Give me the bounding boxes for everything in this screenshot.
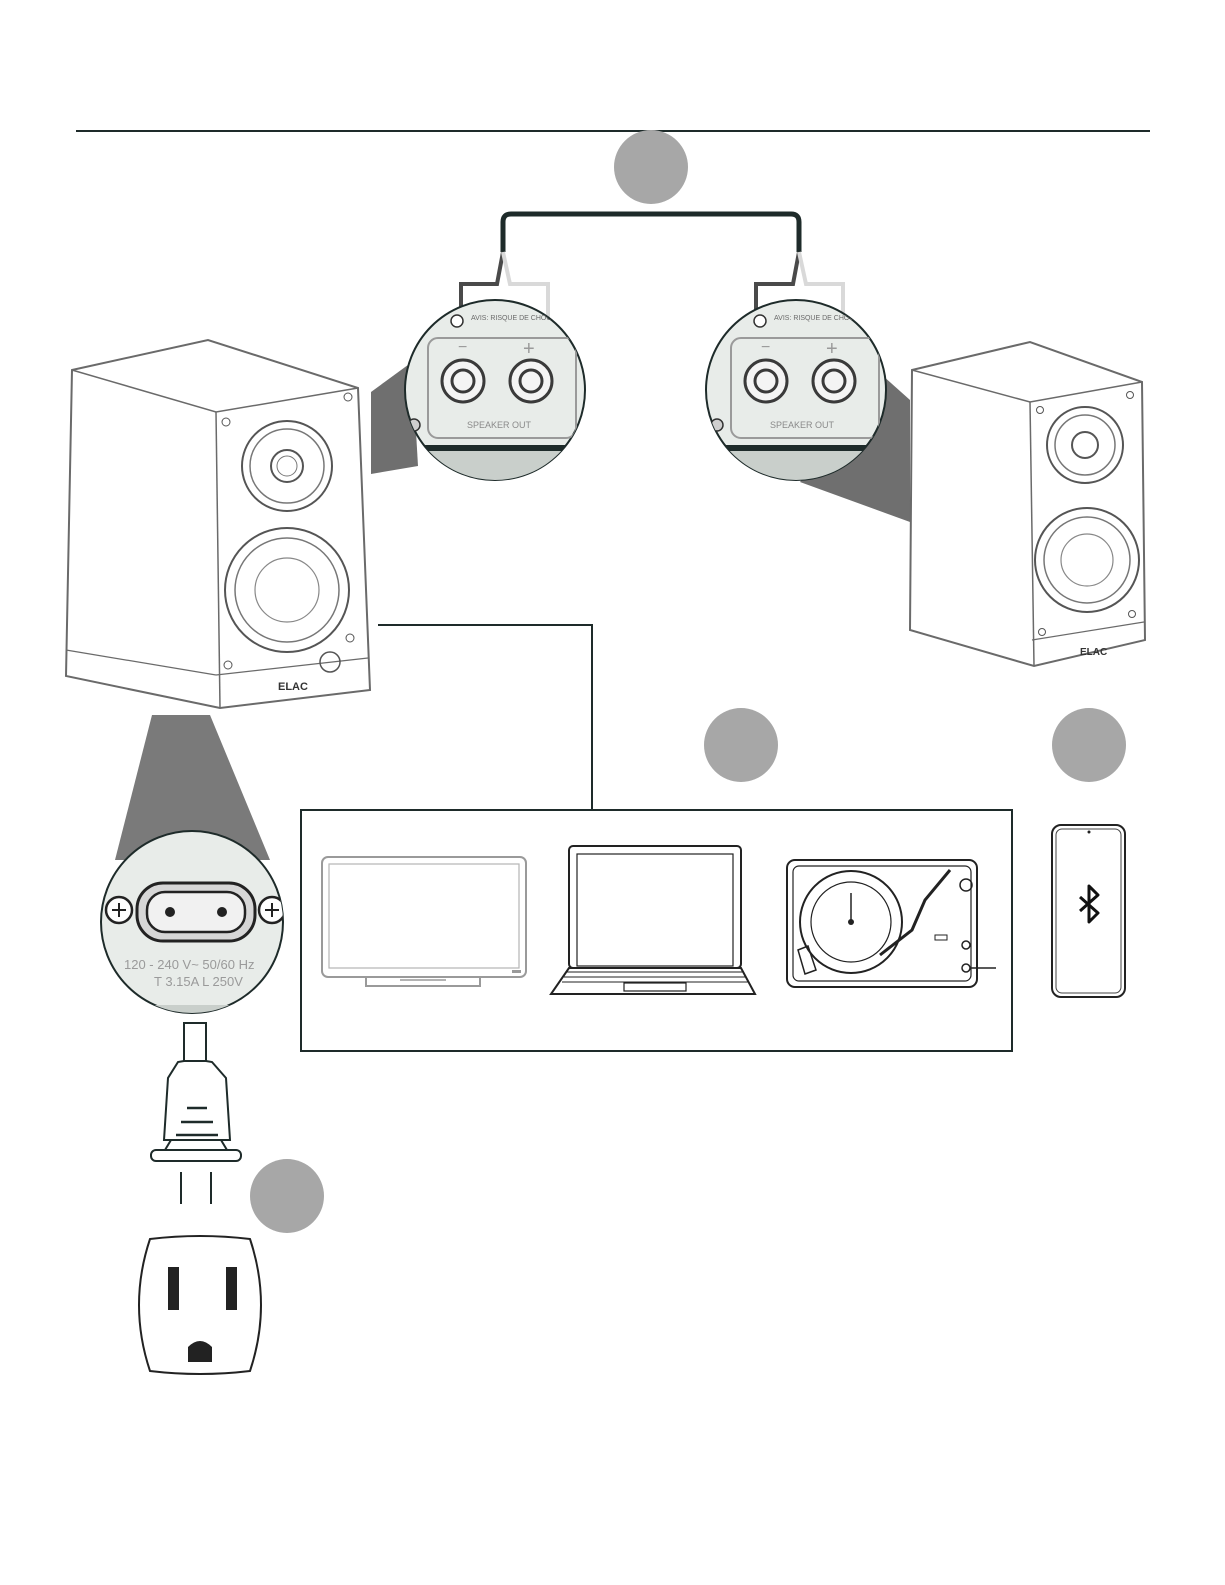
step-badge-bluetooth [1052, 708, 1126, 782]
power-fuse-text: T 3.15A L 250V [154, 974, 243, 989]
right-speaker: ELAC [910, 342, 1145, 666]
right-terminal-minus: − [761, 339, 770, 356]
bluetooth-icon [1080, 886, 1098, 922]
power-voltage-text: 120 - 240 V~ 50/60 Hz [124, 957, 254, 972]
right-terminal-label: SPEAKER OUT [770, 420, 835, 430]
turntable-icon [787, 860, 996, 987]
right-speaker-logo: ELAC [1080, 647, 1107, 658]
left-speaker-terminal-zoom: − + AVIS: RISQUE DE CHOC E SPEAKER OUT [404, 300, 594, 491]
step-badge-power [250, 1159, 324, 1233]
left-speaker: ELAC [66, 340, 370, 708]
smartphone-icon [1052, 825, 1125, 997]
step-badge-speaker-wire [614, 130, 688, 204]
source-connection-line [378, 625, 592, 810]
left-speaker-logo: ELAC [278, 681, 308, 693]
left-terminal-plus: + [523, 338, 535, 360]
wall-outlet-icon [139, 1236, 261, 1374]
power-inlet-zoom: 120 - 240 V~ 50/60 Hz T 3.15A L 250V [101, 831, 285, 1025]
tv-icon [322, 857, 526, 986]
left-terminal-warning: AVIS: RISQUE DE CHOC E [471, 315, 558, 322]
left-terminal-minus: − [458, 339, 467, 356]
left-terminal-label: SPEAKER OUT [467, 420, 532, 430]
right-terminal-plus: + [826, 338, 838, 360]
speaker-cable [503, 214, 799, 252]
step-badge-wired-sources [704, 708, 778, 782]
laptop-icon [551, 846, 755, 994]
power-plug-icon [151, 1023, 241, 1204]
